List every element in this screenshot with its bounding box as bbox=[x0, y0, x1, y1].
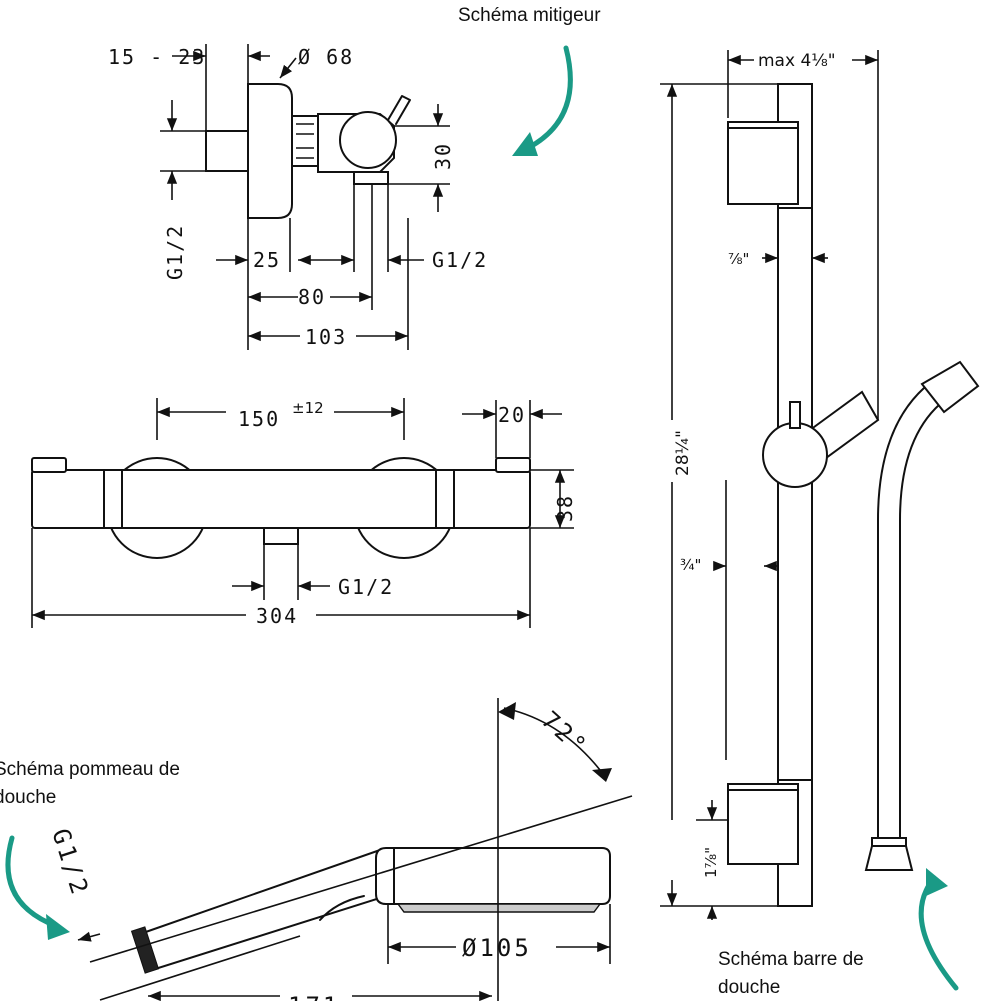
dim-thread-handshower: G1/2 bbox=[46, 825, 94, 900]
caption-mixer: Schéma mitigeur bbox=[458, 5, 601, 26]
shower-bar: max 4⅛" ⅞" 28¼" ¾" 1⅞" bbox=[660, 50, 980, 920]
dim-171: 171 bbox=[288, 992, 340, 1001]
caption-bar-line1: Schéma barre de bbox=[718, 949, 864, 970]
dim-thread-right: G1/2 bbox=[432, 248, 488, 272]
dim-thread-front: G1/2 bbox=[338, 575, 394, 599]
dim-25: 25 bbox=[253, 248, 281, 272]
caption-bar-line2: douche bbox=[718, 977, 781, 998]
dim-diameter-68: Ø 68 bbox=[298, 45, 354, 69]
callout-arrows bbox=[5, 45, 959, 991]
dim-bottom: 1⅞" bbox=[702, 847, 720, 878]
dim-103: 103 bbox=[305, 325, 347, 349]
mixer-front-view: 150 ±12 20 38 G1/2 304 bbox=[31, 398, 577, 628]
hand-shower: 72° G1/2 Ø105 171 bbox=[46, 698, 633, 1001]
dim-30: 30 bbox=[431, 142, 455, 170]
arrow-handshower bbox=[5, 835, 59, 929]
dim-304: 304 bbox=[256, 604, 298, 628]
dim-length: 28¼" bbox=[673, 430, 693, 476]
caption-handshower-line1: Schéma pommeau de bbox=[0, 759, 180, 780]
dim-diameter-105: Ø105 bbox=[462, 934, 532, 962]
dim-80: 80 bbox=[298, 285, 326, 309]
dim-three-quarters: ¾" bbox=[680, 556, 701, 574]
dim-38: 38 bbox=[553, 494, 577, 522]
dim-seven-eighths: ⅞" bbox=[728, 250, 749, 268]
dim-tolerance: ±12 bbox=[292, 399, 324, 417]
mixer-side-view: 15 - 23 Ø 68 30 G1/2 25 G1/2 80 103 bbox=[108, 44, 488, 350]
arrow-mixer bbox=[525, 45, 573, 151]
dim-20: 20 bbox=[498, 403, 526, 427]
dim-offset: 15 - 23 bbox=[108, 45, 206, 69]
dim-max: max 4⅛" bbox=[758, 51, 836, 71]
caption-handshower-line2: douche bbox=[0, 787, 57, 808]
dim-150: 150 bbox=[238, 407, 280, 431]
dim-thread-left: G1/2 bbox=[163, 224, 187, 280]
